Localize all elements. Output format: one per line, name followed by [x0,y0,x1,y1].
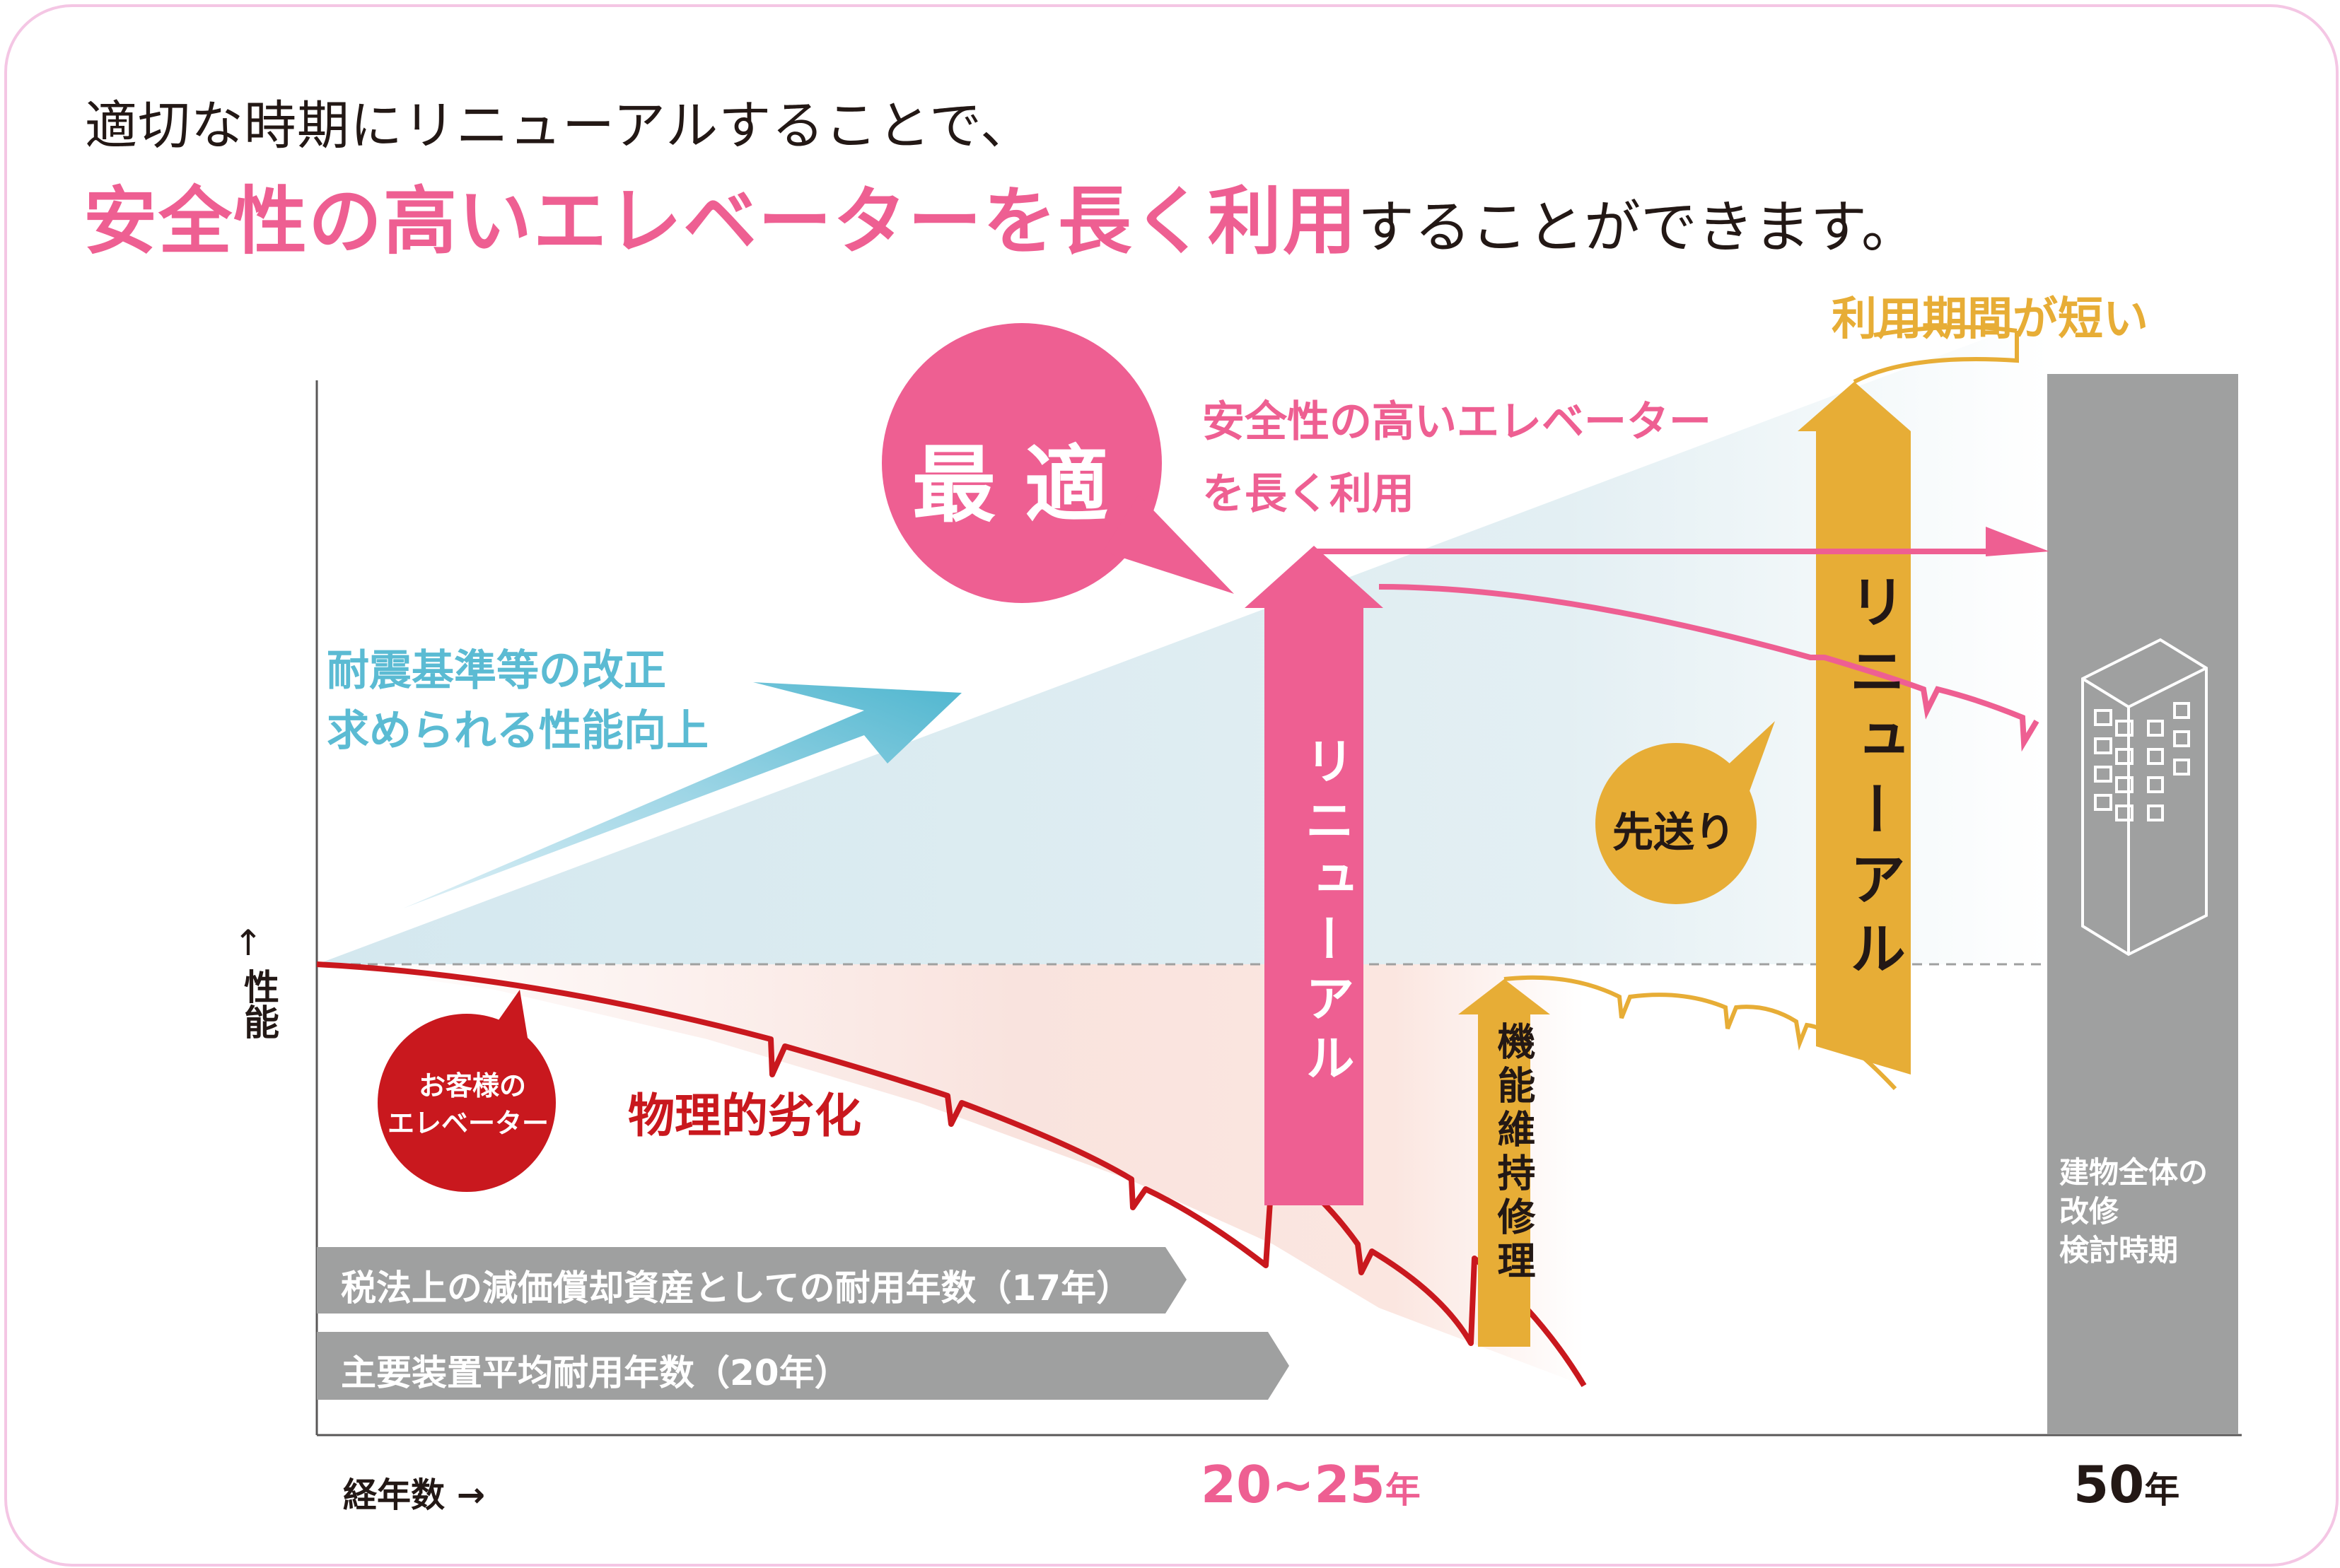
main-device-life-bar [317,1332,1289,1400]
customer-label-1: お客様の [419,1070,527,1101]
renewal-label-late: リニューアル [1840,573,1906,988]
postpone-label: 先送り [1612,808,1736,856]
x-axis-label: 経年数 → [343,1475,485,1515]
headline-line2: 安全性の高いエレベーターを長く利用することができます。 [83,161,1918,268]
x-mid-number: 20~25 [1201,1455,1385,1514]
safe-period-arrowhead [1986,527,2049,556]
optimal-renewal-arrow [1245,546,1383,1205]
short-use-curve [1853,331,2019,384]
building-label-2: 改修 [2059,1194,2119,1229]
postpone-bubble [1595,743,1757,904]
maintenance-label: 機能維持修理 [1491,1022,1535,1285]
x-end-unit: 年 [2144,1470,2180,1511]
building-icon [2081,638,2208,956]
renewed-performance-curve [1378,584,2039,752]
degradation-curve [316,961,1587,1388]
customer-label-2: エレベーター [388,1108,549,1139]
headline-rest: することができます。 [1358,194,1919,260]
degradation-label: 物理的劣化 [628,1089,861,1143]
safe-label-2: を長く利用 [1202,469,1414,519]
safe-label-1: 安全性の高いエレベーター [1202,397,1711,447]
short-use-connector [1873,324,2018,337]
x-mid-tick: 20~25年 [1201,1455,1421,1514]
building-label-3: 検討時期 [2059,1233,2179,1268]
late-renewal-arrow [1798,382,1911,1075]
headline-line1: 適切な時期にリニューアルすることで、 [85,95,1034,156]
building-column [2047,374,2238,1434]
y-axis-arrow: ↑ [233,923,263,964]
y-axis-label: 性能 [238,969,279,1039]
x-end-tick: 50年 [2073,1455,2179,1514]
x-mid-unit: 年 [1385,1470,1421,1511]
short-use-label: 利用期間が短い [1832,293,2148,346]
optimal-label: 最 適 [912,436,1109,534]
customer-bubble [378,1014,556,1192]
optimal-bubble [882,323,1162,603]
quake-label-1: 耐震基準等の改正 [327,646,666,696]
quake-label-2: 求められる性能向上 [327,706,709,756]
tax-life-label: 税法上の減価償却資産としての耐用年数（17年） [341,1268,1132,1309]
tax-life-bar [317,1247,1187,1314]
building-label-1: 建物全体の [2059,1155,2208,1190]
x-end-number: 50 [2073,1455,2145,1514]
teal-arrow-shape [403,682,962,908]
headline-emphasis: 安全性の高いエレベーターを長く利用 [83,178,1358,264]
maintenance-arrow [1458,979,1550,1347]
main-device-life-label: 主要装置平均耐用年数（20年） [341,1352,850,1393]
renewal-label-optimal: リニューアル [1297,735,1355,1092]
